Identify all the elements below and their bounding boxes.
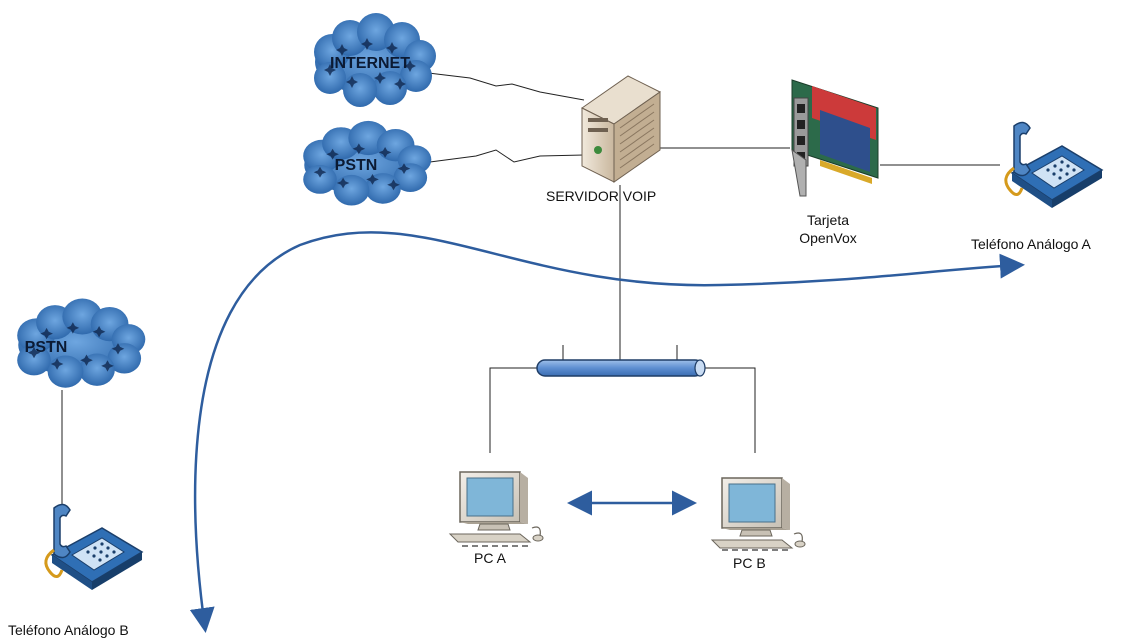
bus-pca-link xyxy=(489,367,537,453)
phone-a-label: Teléfono Análogo A xyxy=(971,236,1091,252)
pc-b-label: PC B xyxy=(733,555,766,571)
pc-a-label: PC A xyxy=(474,550,506,566)
server-icon xyxy=(581,75,661,183)
internet-link xyxy=(419,71,585,101)
internet-cloud-label: INTERNET xyxy=(330,55,410,72)
openvox-card-icon xyxy=(791,79,879,197)
pstn-link xyxy=(429,149,585,163)
pstn-cloud-top-label: PSTN xyxy=(335,157,378,174)
phone-b-label: Teléfono Análogo B xyxy=(8,622,129,638)
phone-b-icon xyxy=(44,502,144,592)
pc-a-icon xyxy=(449,471,544,543)
call-flow-arrow xyxy=(189,231,1025,633)
server-label: SERVIDOR VOIP xyxy=(546,188,657,204)
bus-pcb-link xyxy=(700,367,756,453)
pstn-cloud-left-label: PSTN xyxy=(25,339,68,356)
pc-b-icon xyxy=(711,477,806,549)
phone-a-icon xyxy=(1004,120,1104,210)
card-label-line2: OpenVox xyxy=(799,230,857,246)
network-bus xyxy=(536,359,706,377)
card-label-line1: Tarjeta xyxy=(806,212,850,228)
